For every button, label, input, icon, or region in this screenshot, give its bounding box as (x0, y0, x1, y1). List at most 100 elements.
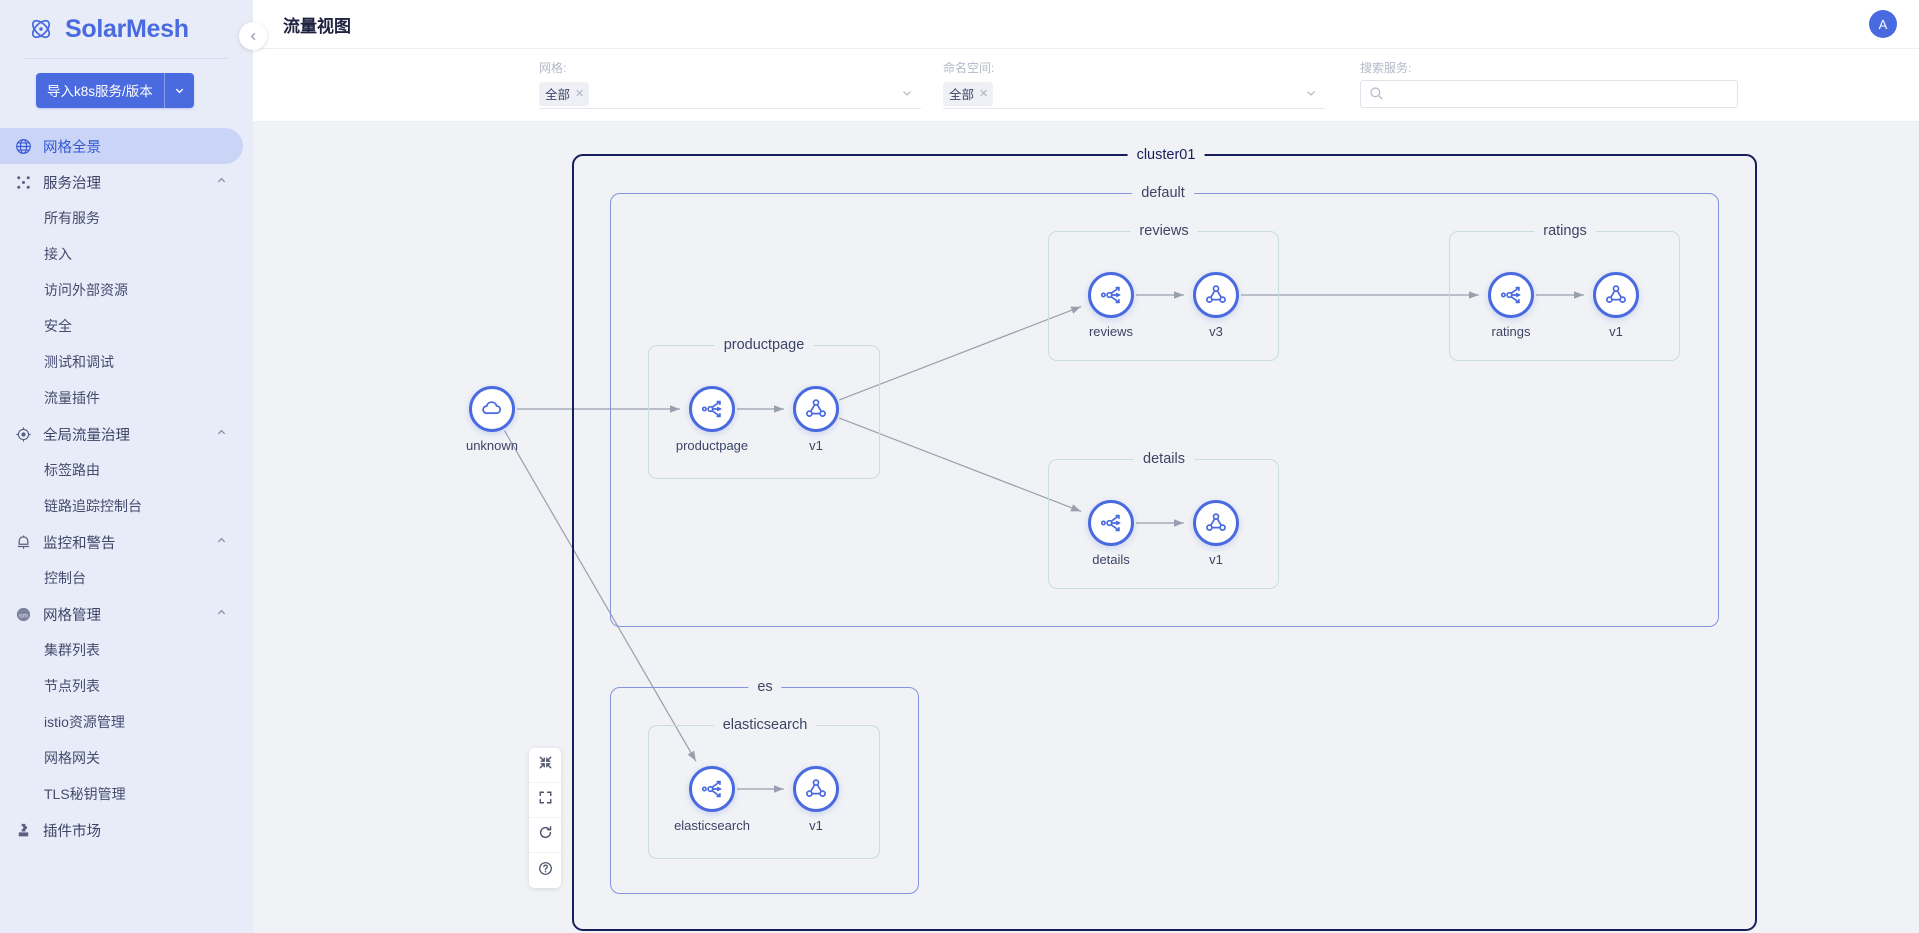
graph-node-label: v1 (1609, 324, 1623, 339)
topology-canvas[interactable]: cluster01 default productpage reviews rating… (253, 122, 1919, 933)
sidebar-item-10[interactable]: 链路追踪控制台 (0, 488, 253, 524)
graph-node-label: unknown (465, 438, 519, 453)
plugin-icon (14, 821, 32, 839)
sidebar-item-6[interactable]: 测试和调试 (0, 344, 253, 380)
sidebar-item-18[interactable]: TLS秘钥管理 (0, 776, 253, 812)
sidebar-collapse-button[interactable] (239, 22, 267, 50)
graph-node-label: reviews (1088, 324, 1134, 339)
namespace-filter-select[interactable]: 全部 ✕ (943, 80, 1325, 109)
main-area: 流量视图 A 网格: 全部 ✕ 命名空间: (239, 0, 1919, 933)
brand-name: SolarMesh (65, 14, 189, 43)
sidebar-item-11[interactable]: 监控和警告 (0, 524, 253, 560)
sidebar-item-label: 测试和调试 (44, 354, 114, 370)
namespace-filter-label: 命名空间: (943, 61, 995, 75)
sidebar-item-17[interactable]: 网格网关 (0, 740, 253, 776)
sidebar-item-label: 监控和警告 (43, 535, 116, 552)
sidebar-item-16[interactable]: istio资源管理 (0, 704, 253, 740)
graph-edge-unknown-to-elasticsearch[interactable] (504, 430, 697, 762)
chevron-down-icon[interactable] (1305, 87, 1317, 102)
service-icon[interactable] (689, 386, 735, 432)
sidebar-item-label: 接入 (44, 246, 72, 262)
sidebar-item-1[interactable]: 服务治理 (0, 164, 253, 200)
graph-group-label: productpage (714, 337, 814, 353)
expand-frame-icon (538, 790, 553, 810)
svg-text:sm: sm (19, 612, 28, 619)
sidebar-item-2[interactable]: 所有服务 (0, 200, 253, 236)
sidebar-item-label: 网格全景 (43, 139, 101, 156)
topbar: 流量视图 A (253, 0, 1919, 49)
graph-group-label: cluster01 (1127, 147, 1205, 163)
chevron-up-icon[interactable] (216, 175, 227, 189)
search-input[interactable] (1360, 80, 1738, 108)
graph-group-cluster01[interactable]: cluster01 (572, 147, 1757, 931)
chevron-up-icon[interactable] (216, 535, 227, 549)
sidebar-item-label: TLS秘钥管理 (44, 786, 126, 802)
sidebar-item-14[interactable]: 集群列表 (0, 632, 253, 668)
reset-layout-button[interactable] (529, 818, 561, 853)
namespace-filter: 命名空间: 全部 ✕ (943, 59, 1325, 109)
close-icon[interactable]: ✕ (575, 88, 585, 100)
help-button[interactable] (529, 853, 561, 888)
service-icon[interactable] (689, 766, 735, 812)
sidebar-item-label: 节点列表 (44, 678, 100, 694)
graph-group-details-svc[interactable]: details (1048, 451, 1279, 589)
sidebar-item-label: 标签路由 (44, 462, 100, 478)
graph-group-es-ns[interactable]: es (610, 679, 919, 894)
graph-group-elasticsearch-svc[interactable]: elasticsearch (648, 717, 880, 859)
workload-icon[interactable] (1193, 500, 1239, 546)
namespace-filter-chip[interactable]: 全部 ✕ (943, 82, 994, 106)
cloud-icon[interactable] (469, 386, 515, 432)
chevron-up-icon[interactable] (216, 427, 227, 441)
graph-group-productpage-svc[interactable]: productpage (648, 337, 880, 479)
sidebar-item-0[interactable]: 网格全景 (0, 128, 243, 164)
graph-group-label: default (1132, 185, 1194, 201)
graph-group-reviews-svc[interactable]: reviews (1048, 223, 1279, 361)
graph-group-label: ratings (1534, 223, 1596, 239)
page-title: 流量视图 (283, 16, 351, 36)
service-icon[interactable] (1488, 272, 1534, 318)
workload-icon[interactable] (793, 766, 839, 812)
filter-bar: 网格: 全部 ✕ 命名空间: 全部 ✕ (253, 49, 1919, 145)
fullscreen-button[interactable] (529, 783, 561, 818)
sidebar-item-3[interactable]: 接入 (0, 236, 253, 272)
fit-view-button[interactable] (529, 748, 561, 783)
graph-group-label: details (1134, 451, 1194, 467)
graph-node-label: productpage (675, 438, 749, 453)
workload-icon[interactable] (1193, 272, 1239, 318)
sidebar-item-label: 安全 (44, 318, 72, 334)
workload-icon[interactable] (1593, 272, 1639, 318)
sidebar-item-5[interactable]: 安全 (0, 308, 253, 344)
import-k8s-service-button[interactable]: 导入k8s服务/版本 (36, 73, 194, 108)
service-icon[interactable] (1088, 272, 1134, 318)
brand: SolarMesh (0, 0, 253, 58)
mesh-filter-select[interactable]: 全部 ✕ (539, 80, 921, 109)
namespace-filter-chip-label: 全部 (949, 88, 975, 102)
mesh-filter-chip[interactable]: 全部 ✕ (539, 82, 590, 106)
sidebar-item-8[interactable]: 全局流量治理 (0, 416, 253, 452)
sidebar-item-4[interactable]: 访问外部资源 (0, 272, 253, 308)
sidebar-item-label: 链路追踪控制台 (44, 498, 142, 514)
chevron-up-icon[interactable] (216, 607, 227, 621)
sidebar-item-label: 集群列表 (44, 642, 100, 658)
graph-group-ratings-svc[interactable]: ratings (1449, 223, 1680, 361)
sidebar-item-7[interactable]: 流量插件 (0, 380, 253, 416)
atom-logo-icon (28, 16, 54, 42)
avatar[interactable]: A (1869, 10, 1897, 38)
graph-group-default[interactable]: default (610, 185, 1719, 627)
sidebar-item-label: istio资源管理 (44, 714, 125, 730)
question-circle-icon (538, 861, 553, 881)
workload-icon[interactable] (793, 386, 839, 432)
sidebar-item-label: 流量插件 (44, 390, 100, 406)
sidebar-item-9[interactable]: 标签路由 (0, 452, 253, 488)
sidebar-item-15[interactable]: 节点列表 (0, 668, 253, 704)
sidebar-item-label: 服务治理 (43, 175, 101, 192)
chevron-down-icon[interactable] (901, 87, 913, 102)
close-icon[interactable]: ✕ (979, 88, 989, 100)
sidebar-item-12[interactable]: 控制台 (0, 560, 253, 596)
service-icon[interactable] (1088, 500, 1134, 546)
mesh-filter-label: 网格: (539, 61, 567, 75)
chevron-down-icon[interactable] (165, 73, 194, 108)
sidebar-item-label: 访问外部资源 (44, 282, 128, 298)
sidebar-item-19[interactable]: 插件市场 (0, 812, 253, 848)
